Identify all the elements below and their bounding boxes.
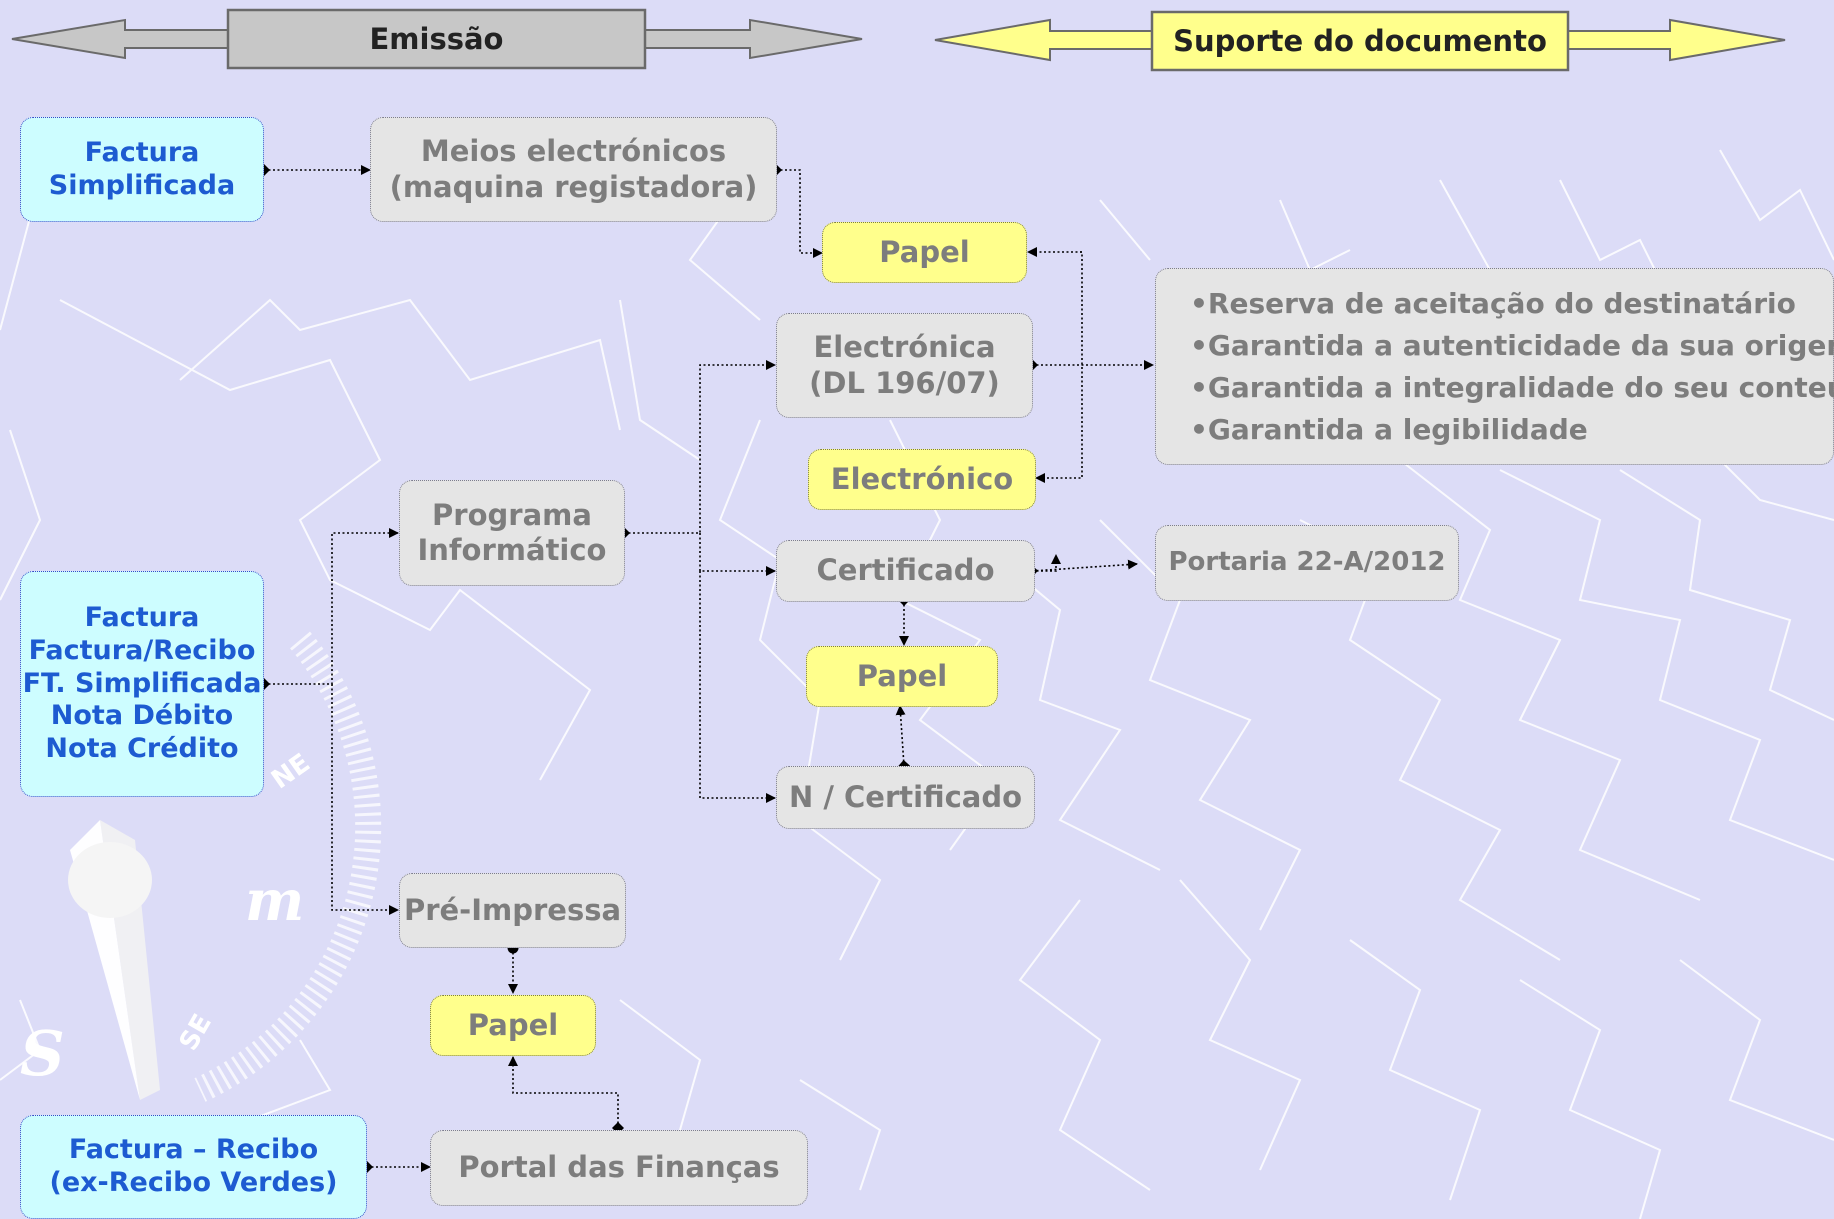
requirement-item: •Garantida a autenticidade da sua origem [1190, 328, 1834, 362]
box-electronica-line1: Electrónica [813, 330, 996, 365]
box-programa-line2: Informático [417, 533, 607, 567]
svg-text:S: S [20, 1017, 65, 1090]
box-factura-simplificada-line1: Factura [84, 136, 200, 168]
box-electronica-line2: (DL 196/07) [809, 365, 1000, 400]
box-meios-electronicos-line1: Meios electrónicos [420, 134, 727, 169]
requirement-item: •Reserva de aceitação do destinatário [1190, 286, 1796, 320]
box-papel-2-label: Papel [856, 658, 948, 693]
connector [699, 571, 776, 803]
connector [508, 1056, 624, 1134]
connector [1032, 554, 1061, 572]
connector [770, 164, 823, 258]
box-electronico: Electrónico [808, 449, 1036, 510]
box-factura-simplificada: Factura Simplificada [20, 117, 264, 222]
connector [258, 528, 399, 690]
box-programa-informatico: Programa Informático [399, 480, 625, 586]
header-emissao: Emissão [369, 22, 504, 56]
connector [618, 360, 776, 539]
box-n-certificado: N / Certificado [776, 766, 1035, 829]
box-papel-2: Papel [806, 646, 998, 707]
box-programa-line1: Programa [432, 497, 592, 532]
box-n-certificado-label: N / Certificado [788, 779, 1023, 814]
doc-type-item: Nota Débito [50, 700, 234, 732]
box-portaria: Portaria 22-A/2012 [1155, 525, 1459, 601]
box-factura-recibo-line2: (ex-Recibo Verdes) [49, 1167, 338, 1198]
connector [331, 684, 399, 915]
box-meios-electronicos-line2: (maquina registadora) [389, 169, 758, 204]
connector [895, 705, 910, 772]
box-electronica: Electrónica (DL 196/07) [776, 313, 1033, 418]
box-papel-3-label: Papel [467, 1007, 559, 1042]
doc-type-item: FT. Simplificada [22, 667, 262, 699]
requirement-item: •Garantida a integralidade do seu conteú… [1190, 370, 1834, 404]
box-meios-electronicos: Meios electrónicos (maquina registadora) [370, 117, 777, 222]
box-certificado-label: Certificado [816, 553, 995, 588]
box-pre-impressa: Pré-Impressa [399, 873, 626, 948]
box-papel-3: Papel [430, 995, 596, 1056]
box-portal-financas-label: Portal das Finanças [458, 1150, 780, 1185]
box-documentos: Factura Factura/Recibo FT. Simplificada … [20, 571, 264, 797]
box-electronico-label: Electrónico [830, 461, 1014, 496]
box-portal-financas: Portal das Finanças [430, 1130, 808, 1206]
header-suporte-documento: Suporte do documento [1173, 24, 1547, 58]
box-papel-1-label: Papel [879, 234, 970, 269]
svg-text:m: m [245, 868, 304, 934]
box-certificado: Certificado [776, 540, 1035, 602]
doc-type-item: Factura/Recibo [28, 634, 256, 666]
box-papel-1: Papel [822, 222, 1027, 283]
requirement-item: •Garantida a legibilidade [1190, 412, 1588, 446]
box-factura-recibo: Factura – Recibo (ex-Recibo Verdes) [20, 1115, 367, 1219]
connector [699, 533, 776, 576]
box-factura-recibo-line1: Factura – Recibo [68, 1134, 319, 1166]
doc-type-item: Nota Crédito [45, 733, 239, 765]
box-portaria-label: Portaria 22-A/2012 [1168, 547, 1446, 578]
doc-type-item: Factura [84, 601, 200, 633]
requirements-box: •Reserva de aceitação do destinatário •G… [1155, 268, 1834, 465]
box-factura-simplificada-line2: Simplificada [48, 169, 236, 201]
box-pre-impressa-label: Pré-Impressa [403, 892, 622, 927]
connector [1026, 559, 1138, 577]
